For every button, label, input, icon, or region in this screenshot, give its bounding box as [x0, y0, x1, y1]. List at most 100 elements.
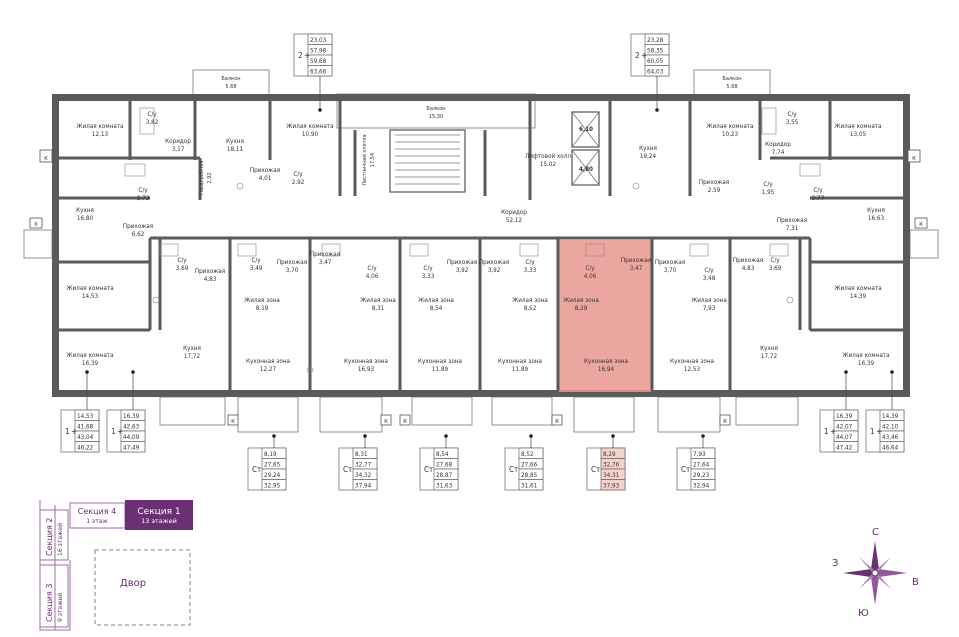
apartment-type: 2 — [298, 51, 303, 60]
room-area: 11,89 — [512, 366, 529, 373]
spec-leader-dot — [318, 108, 322, 112]
spec-area-value: 14,39 — [882, 413, 899, 420]
room-name: С/у — [293, 171, 303, 178]
room-name: Кухня — [226, 138, 244, 145]
room-area: 12,53 — [684, 366, 701, 373]
spec-area-value: 31,63 — [436, 482, 453, 489]
room-name: Прихожая — [123, 223, 153, 230]
spec-area-value: 44,07 — [836, 434, 853, 441]
room-area: 3,47 — [630, 265, 643, 272]
room-area: 4,01 — [259, 175, 272, 182]
room-name: Жилая комната — [286, 123, 333, 130]
room-area: 17,72 — [184, 353, 201, 360]
plus-sign: + — [830, 427, 836, 436]
spec-area-value: 23,28 — [647, 37, 664, 44]
apartment-type: Ст — [252, 465, 261, 474]
spec-area-value: 44,09 — [123, 434, 140, 441]
room-name: Кухонная зона — [246, 358, 290, 365]
room-name: Лифтовой холл — [525, 152, 571, 160]
room-name: Прихожая — [777, 217, 807, 224]
spec-area-value: 8,29 — [603, 451, 616, 458]
plus-sign: + — [876, 427, 882, 436]
lift-capacity: 4,80 — [579, 166, 593, 173]
spec-area-value: 47,49 — [123, 444, 140, 451]
room-name: Прихожая — [195, 268, 225, 275]
room-name: Прихожая — [655, 259, 685, 266]
spec-area-value: 27,66 — [521, 461, 538, 468]
room-area: 3,33 — [524, 267, 537, 274]
section-1-floors: 13 этажей — [141, 517, 177, 525]
room-name: Кухня — [760, 345, 778, 352]
balcony-name: Балкон — [722, 76, 741, 82]
room-area: 18,11 — [227, 146, 244, 153]
section-1-shape[interactable] — [125, 500, 193, 530]
room-area: 1,95 — [762, 189, 775, 196]
balcony-top-right — [693, 69, 771, 96]
spec-area-value: 8,52 — [521, 451, 534, 458]
spec-area-value: 27,65 — [264, 461, 281, 468]
apartment-type: 1 — [870, 427, 875, 436]
room-area: 52,12 — [506, 217, 523, 224]
room-name: Прихожая — [250, 167, 280, 174]
k-marker-label: К — [912, 156, 916, 162]
apartment-type: Ст — [343, 465, 352, 474]
room-name: Кухонная зона — [344, 358, 388, 365]
room-area: 16,63 — [868, 215, 885, 222]
room-name: Кухня — [867, 207, 885, 214]
k-marker-label: К — [34, 222, 38, 228]
room-name: Жилая комната — [66, 352, 113, 359]
spec-area-value: 34,32 — [355, 472, 372, 479]
room-area: 3,92 — [456, 267, 469, 274]
apartment-type: 1 — [824, 427, 829, 436]
room-r14: С/у3,69 — [176, 257, 189, 272]
room-name: Жилая комната — [706, 123, 753, 130]
balcony-name: Балкон — [426, 106, 445, 112]
balcony-right — [909, 229, 939, 259]
room-name: С/у — [763, 181, 773, 188]
spec-leader-dot — [890, 370, 894, 374]
spec-area-value: 28,87 — [436, 472, 453, 479]
spec-leader-dot — [611, 434, 615, 438]
room-area: 3,69 — [769, 265, 782, 272]
spec-area-value: 32,77 — [355, 461, 372, 468]
room-name: Жилая зона — [244, 297, 280, 304]
spec-cell — [433, 479, 459, 491]
room-area: 2,92 — [207, 172, 213, 183]
room-area: 3,69 — [176, 265, 189, 272]
room-area: 14,39 — [850, 293, 867, 300]
spec-area-value: 63,66 — [310, 68, 327, 75]
apartment-type: 1 — [65, 427, 70, 436]
room-name: С/у — [147, 111, 157, 118]
plus-sign: + — [641, 51, 647, 60]
room-name: Кухонная зона — [418, 358, 462, 365]
spec-leader-dot — [655, 108, 659, 112]
room-area: 14,53 — [82, 293, 99, 300]
k-marker-label: К — [231, 419, 235, 425]
room-r17: С/у3,49 — [250, 257, 263, 272]
room-area: 16,80 — [77, 215, 94, 222]
